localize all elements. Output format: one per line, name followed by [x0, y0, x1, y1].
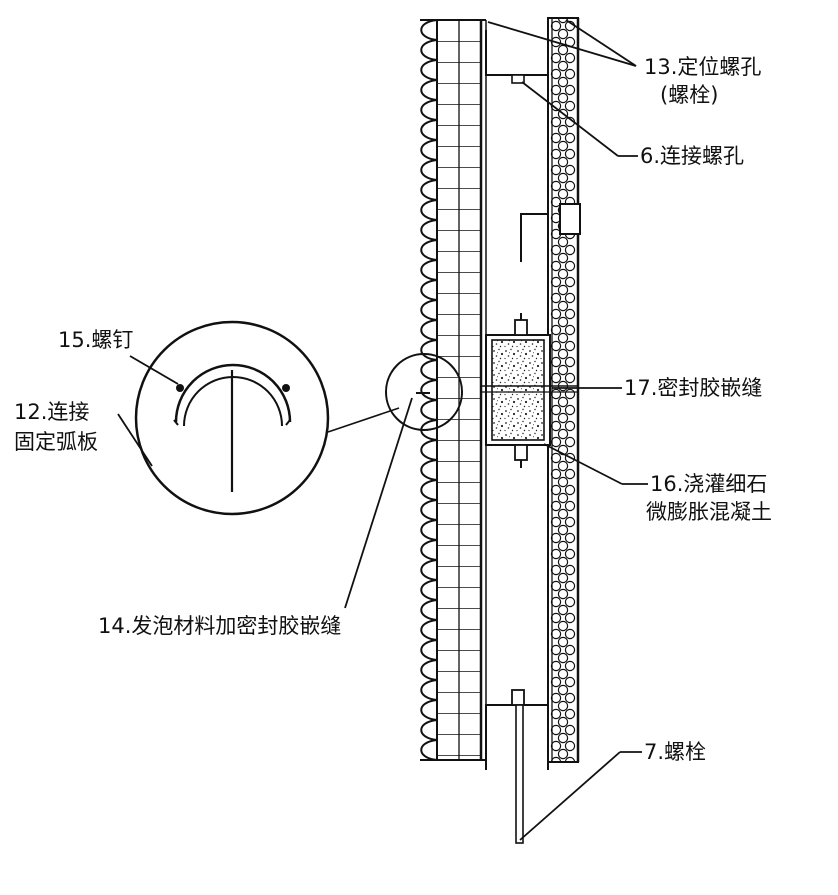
left-wall-panel	[420, 19, 487, 761]
micro-expansion-concrete	[491, 339, 545, 441]
brick-infill	[436, 19, 482, 761]
hook-anchor	[520, 203, 581, 262]
screw-dot-left	[176, 384, 184, 392]
label-14-foam-sealant: 14.发泡材料加密封胶嵌缝	[98, 614, 342, 638]
leader-lines	[117, 19, 648, 841]
label-16-poured-concrete: 16.浇灌细石	[650, 472, 768, 496]
label-15-screw: 15.螺钉	[58, 328, 134, 352]
bottom-bracket	[485, 689, 549, 844]
label-12-arc-plate: 固定弧板	[14, 430, 98, 454]
grout-block	[480, 313, 578, 468]
label-7-bolt: 7.螺栓	[644, 740, 707, 764]
detail-marker-circle	[385, 353, 463, 431]
label-13-locating-hole: 13.定位螺孔	[644, 55, 762, 79]
bolt-shaft	[515, 704, 524, 844]
arc-plate-outer	[174, 363, 292, 423]
label-13-bolt: (螺栓)	[660, 83, 719, 107]
detail-callout-line	[327, 407, 400, 433]
top-bracket	[485, 30, 549, 84]
connection-bolt-head	[511, 74, 525, 84]
label-16-micro-expansion: 微膨胀混凝土	[646, 500, 772, 524]
screw-dot-right	[282, 384, 290, 392]
label-17-sealant-joint: 17.密封胶嵌缝	[624, 376, 763, 400]
label-12-connection: 12.连接	[14, 400, 90, 424]
right-wall-panel	[547, 17, 580, 763]
detail-magnified-view	[134, 320, 330, 516]
label-6-connection-hole: 6.连接螺孔	[640, 144, 745, 168]
